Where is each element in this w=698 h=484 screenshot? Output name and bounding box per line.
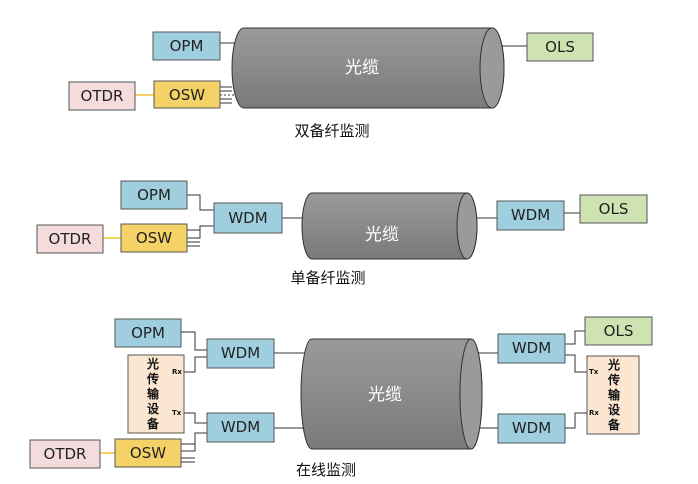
osw-box: OSW [153,80,221,109]
ols-box: OLS [526,32,594,62]
otdr-label: OTDR [44,445,87,463]
ols-box: OLS [584,316,653,346]
equipment-char: 设 [147,401,160,416]
opm-box: OPM [152,31,221,61]
fiber-cable: 光缆 [231,27,505,109]
equipment-char: 设 [608,402,621,417]
osw-box: OSW [120,223,188,253]
ols-box: OLS [579,194,648,224]
wdm-right-top-box: WDM [497,333,566,364]
fiber-cable: 光缆 [301,192,478,260]
transmission-equipment-right: 光 传 输 设 备 Tx Rx [586,355,640,435]
wdm-ols-line [565,330,585,345]
opm-label: OPM [170,37,204,55]
wdm-right-top-label: WDM [512,339,551,357]
equipment-char: 备 [607,417,621,432]
osw-box: OSW [114,438,182,468]
equip-rx-wdm-line [184,356,207,373]
section-online-monitoring: 光缆 OPM OSW OTDR WDM WDM 光 传 输 设 [29,316,653,479]
tx-port-label: Tx [589,368,599,376]
ols-label: OLS [599,200,629,218]
osw-port-stubs [187,229,200,247]
wdm-equip-rx-line [565,412,587,429]
equipment-char: 传 [607,372,620,387]
osw-port-stubs [181,443,195,463]
wdm-right-box: WDM [496,200,565,231]
wdm-right-label: WDM [511,206,550,224]
wdm-left-box: WDM [213,202,283,234]
osw-label: OSW [169,86,205,104]
opm-wdm-line [187,194,214,211]
wdm-left-top-label: WDM [221,344,260,362]
osw-wdm-line [187,225,214,239]
ols-label: OLS [604,322,634,340]
osw-wdm-line [181,432,207,452]
cable-label: 光缆 [365,225,399,245]
wdm-equip-tx-line [565,354,587,373]
equipment-char: 备 [146,416,160,431]
section-dual-spare-fiber: 光缆 OPM OSW OTDR OLS 双备纤监测 [68,27,594,140]
equipment-char: 输 [608,387,621,402]
fiber-cable: 光缆 [300,338,483,450]
opm-box: OPM [120,180,188,210]
section-caption: 单备纤监测 [290,269,365,287]
equipment-char: 光 [607,357,620,372]
wdm-left-bottom-box: WDM [206,412,275,443]
wdm-left-bottom-label: WDM [221,418,260,436]
osw-label: OSW [136,229,172,247]
tx-port-label: Tx [172,409,182,417]
otdr-label: OTDR [81,87,124,105]
otdr-box: OTDR [29,439,101,469]
cable-label: 光缆 [345,58,379,78]
ols-label: OLS [545,38,575,56]
equipment-char: 光 [146,356,159,371]
wdm-right-bottom-label: WDM [512,419,551,437]
rx-port-label: Rx [172,368,182,376]
wdm-right-bottom-box: WDM [497,413,566,444]
otdr-label: OTDR [49,230,92,248]
rx-port-label: Rx [589,409,599,417]
wdm-left-label: WDM [228,209,267,227]
otdr-box: OTDR [68,81,136,111]
opm-box: OPM [114,318,182,348]
opm-wdm-line [181,331,207,351]
wdm-left-top-box: WDM [206,338,275,369]
opm-label: OPM [131,324,165,342]
section-caption: 在线监测 [296,461,356,479]
osw-label: OSW [130,444,166,462]
equipment-char: 传 [146,371,159,386]
equipment-char: 输 [147,386,160,401]
section-caption: 双备纤监测 [294,122,369,140]
transmission-equipment-left: 光 传 输 设 备 Rx Tx [127,354,185,434]
opm-label: OPM [137,186,171,204]
osw-port-stubs [220,86,232,104]
equip-tx-wdm-line [184,412,207,424]
section-single-spare-fiber: 光缆 OPM OSW OTDR WDM WDM OLS 单备纤监测 [36,180,648,287]
cable-label: 光缆 [368,385,402,405]
otdr-box: OTDR [36,224,104,254]
